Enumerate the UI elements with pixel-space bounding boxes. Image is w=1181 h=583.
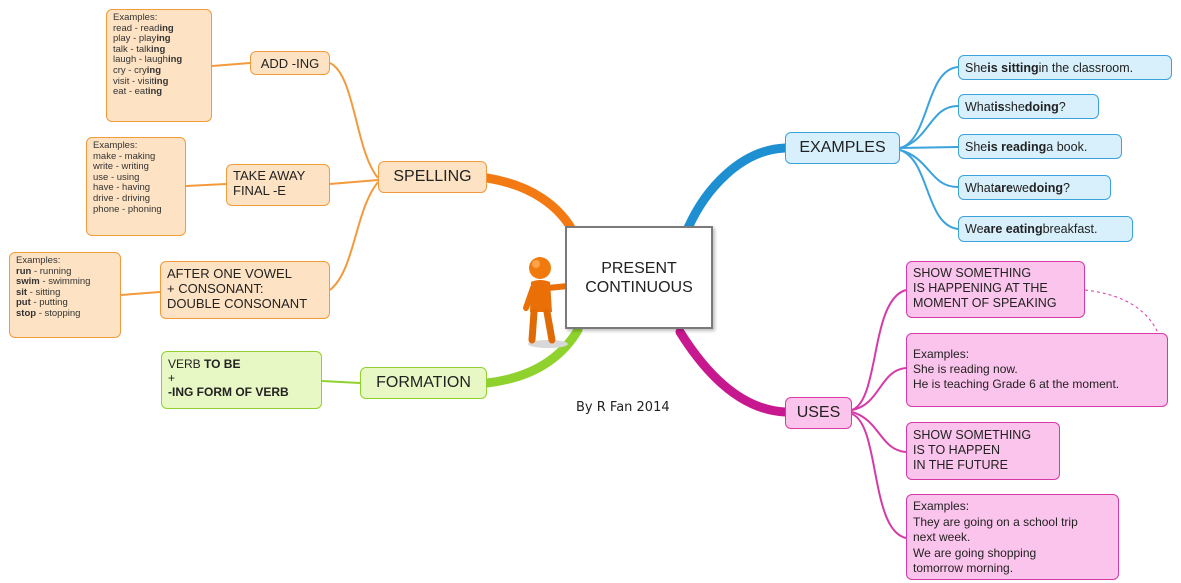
uses-node[interactable]: USES — [785, 397, 852, 429]
example-sentence[interactable]: What are we doing? — [958, 175, 1111, 200]
take-away-examples[interactable]: Examples: make - making write - writing … — [86, 137, 186, 236]
double-example: swim - swimming — [16, 276, 91, 288]
central-topic[interactable]: PRESENT CONTINUOUS — [565, 226, 713, 329]
double-example: run - running — [16, 265, 72, 277]
branch-formation — [482, 325, 583, 388]
central-topic-line2: CONTINUOUS — [585, 278, 693, 296]
add-ing-node[interactable]: ADD -ING — [250, 51, 330, 75]
spelling-node[interactable]: SPELLING — [378, 161, 487, 193]
double-consonant-examples[interactable]: Examples: run - running swim - swimming … — [9, 252, 121, 338]
examples-node[interactable]: EXAMPLES — [785, 132, 900, 164]
add-ing-example: play - playing — [113, 33, 171, 45]
take-away-example: write - writing — [93, 161, 149, 173]
add-ing-examples[interactable]: Examples: read - reading play - playing … — [106, 9, 212, 122]
formation-line1: VERB TO BE — [168, 357, 241, 371]
double-example: stop - stopping — [16, 307, 81, 319]
formation-detail[interactable]: VERB TO BE + -ING FORM OF VERB — [161, 351, 322, 409]
formation-line3: -ING FORM OF VERB — [168, 385, 289, 399]
double-examples-title: Examples: — [16, 255, 61, 266]
add-ing-example: talk - talking — [113, 43, 166, 55]
branch-spelling — [482, 173, 580, 240]
add-ing-label: ADD -ING — [260, 55, 320, 71]
add-ing-example: read - reading — [113, 22, 174, 34]
add-ing-example: eat - eating — [113, 86, 163, 98]
take-away-example: phone - phoning — [93, 203, 162, 215]
presenter-figure-icon — [523, 257, 571, 348]
formation-node[interactable]: FORMATION — [360, 367, 487, 399]
add-ing-example: cry - crying — [113, 64, 162, 76]
use-now-examples[interactable]: Examples: She is reading now. He is teac… — [906, 333, 1168, 407]
central-topic-line1: PRESENT — [601, 259, 677, 277]
example-sentence[interactable]: What is she doing? — [958, 94, 1099, 119]
take-away-example: have - having — [93, 182, 151, 194]
uses-label: USES — [796, 404, 841, 421]
double-example: put - putting — [16, 297, 68, 309]
add-ing-example: visit - visiting — [113, 75, 169, 87]
use-now-node[interactable]: SHOW SOMETHING IS HAPPENING AT THE MOMEN… — [906, 261, 1085, 318]
example-sentence[interactable]: She is sitting in the classroom. — [958, 55, 1172, 80]
branch-uses — [675, 327, 790, 417]
example-sentence[interactable]: We are eating breakfast. — [958, 216, 1133, 242]
take-away-label-line1: TAKE AWAY — [233, 168, 306, 183]
double-label-line2: + CONSONANT: — [167, 281, 264, 296]
take-away-label-line2: FINAL -E — [233, 183, 286, 198]
take-away-examples-title: Examples: — [93, 140, 138, 151]
take-away-node[interactable]: TAKE AWAY FINAL -E — [226, 164, 330, 206]
take-away-example: make - making — [93, 150, 156, 162]
formation-label: FORMATION — [376, 374, 471, 391]
add-ing-example: laugh - laughing — [113, 54, 183, 66]
double-example: sit - sitting — [16, 286, 61, 298]
spelling-label: SPELLING — [393, 168, 472, 185]
branch-examples — [683, 143, 790, 233]
take-away-example: use - using — [93, 171, 140, 183]
double-consonant-node[interactable]: AFTER ONE VOWEL + CONSONANT: DOUBLE CONS… — [160, 261, 330, 319]
double-label-line3: DOUBLE CONSONANT — [167, 296, 308, 311]
take-away-example: drive - driving — [93, 192, 151, 204]
author-credit: By R Fan 2014 — [576, 400, 670, 415]
use-future-examples[interactable]: Examples: They are going on a school tri… — [906, 494, 1119, 580]
example-sentence[interactable]: She is reading a book. — [958, 134, 1122, 159]
examples-label: EXAMPLES — [799, 139, 886, 156]
add-ing-examples-title: Examples: — [113, 12, 158, 23]
double-label-line1: AFTER ONE VOWEL — [167, 266, 292, 281]
formation-line2: + — [168, 371, 176, 385]
use-future-node[interactable]: SHOW SOMETHING IS TO HAPPEN IN THE FUTUR… — [906, 422, 1060, 480]
